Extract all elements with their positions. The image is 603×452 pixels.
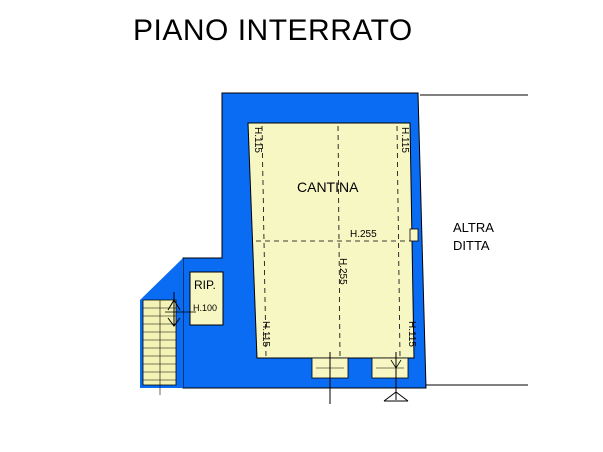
- stair-direction-icon: [165, 292, 196, 327]
- window-right: [371, 352, 409, 400]
- height-label-bottom-right: H.115: [406, 321, 417, 347]
- wall-niche: [409, 228, 419, 242]
- window-left: [311, 352, 349, 404]
- cantina-room: [247, 122, 415, 359]
- height-label-bottom-left: H.115: [260, 321, 271, 347]
- beam-height-label-horizontal: H.255: [350, 229, 377, 240]
- landing-room: [189, 271, 224, 326]
- room-label-cantina: CANTINA: [297, 179, 359, 195]
- beam-height-label-vertical: H.255: [337, 258, 348, 285]
- landing-label: RIP.: [194, 278, 216, 292]
- height-label-top-left: H.115: [252, 127, 263, 153]
- staircase: [142, 299, 177, 395]
- neighbor-label-line1: ALTRA: [453, 220, 494, 235]
- height-label-top-right: H.115: [399, 127, 410, 153]
- neighbor-label-line2: DITTA: [453, 238, 490, 253]
- page-title: PIANO INTERRATO: [133, 14, 413, 47]
- entry-arrow-icon: [383, 391, 409, 402]
- beam-lines: [256, 125, 410, 357]
- landing-height-label: H.100: [193, 303, 217, 313]
